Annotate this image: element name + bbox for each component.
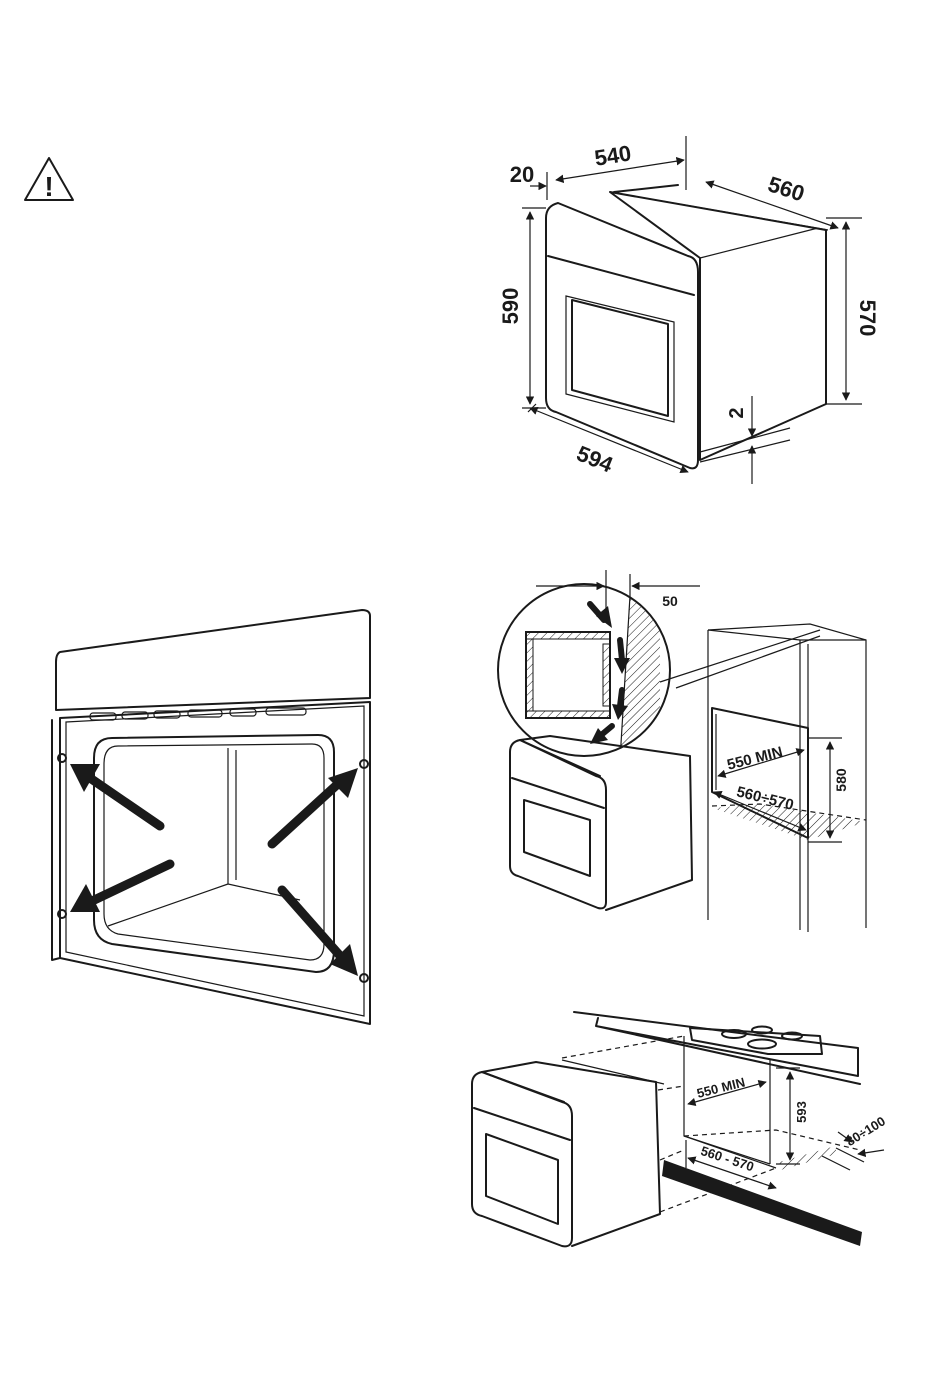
undercounter-depth-range-label: 560 - 570 xyxy=(699,1143,756,1174)
dim-594-label: 594 xyxy=(573,441,617,478)
clearance-50-label: 50 xyxy=(662,593,678,609)
oven-dimensions-figure: 20 540 560 590 570 2 594 xyxy=(498,136,880,484)
dim-570-label: 570 xyxy=(855,300,880,337)
column-min-width-label: 550 MIN xyxy=(725,744,784,774)
undercounter-height-label: 593 xyxy=(794,1101,809,1123)
oven-front-screws-figure xyxy=(52,610,370,1024)
dim-540-label: 540 xyxy=(593,140,633,170)
undercounter-min-width-label: 550 MIN xyxy=(695,1074,746,1100)
dim-20-label: 20 xyxy=(510,162,534,187)
undercounter-installation-figure: 550 MIN 593 560 - 570 80÷100 xyxy=(472,1012,888,1246)
dim-560-label: 560 xyxy=(765,171,808,206)
dim-2-label: 2 xyxy=(726,407,748,418)
warning-symbol: ! xyxy=(44,171,53,202)
column-height-label: 580 xyxy=(833,768,849,792)
undercounter-vent-range-label: 80÷100 xyxy=(843,1113,888,1149)
dim-590-label: 590 xyxy=(498,288,523,325)
column-installation-figure: 50 550 MIN 560÷570 580 xyxy=(498,570,866,932)
warning-icon: ! xyxy=(25,158,73,202)
